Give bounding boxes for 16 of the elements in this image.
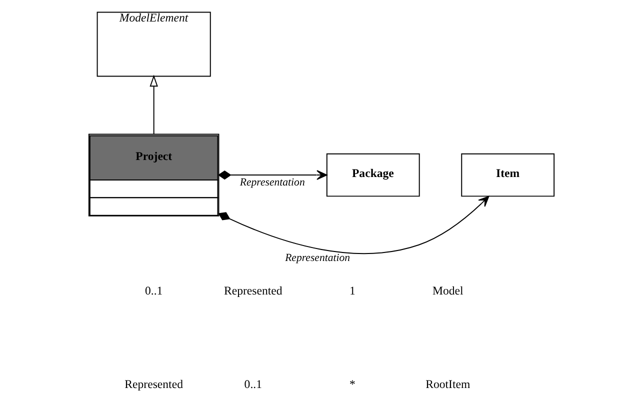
- label: Represented: [124, 377, 183, 392]
- label: RootItem: [426, 377, 470, 392]
- label: *: [350, 377, 356, 392]
- arrow: [150, 74, 158, 134]
- node-box: Package: [326, 153, 420, 197]
- label: 0..1: [244, 377, 262, 392]
- label: Represented: [224, 284, 282, 298]
- label: 1: [350, 284, 356, 298]
- node-box: ModelElement: [96, 12, 211, 77]
- arrow: [218, 196, 490, 254]
- arrow: [218, 170, 328, 180]
- edge-label: Representation: [285, 252, 350, 264]
- label: Model: [432, 284, 464, 298]
- label: 0..1: [144, 284, 163, 298]
- node-box: Item: [461, 153, 555, 197]
- edge-label: Representation: [240, 176, 305, 189]
